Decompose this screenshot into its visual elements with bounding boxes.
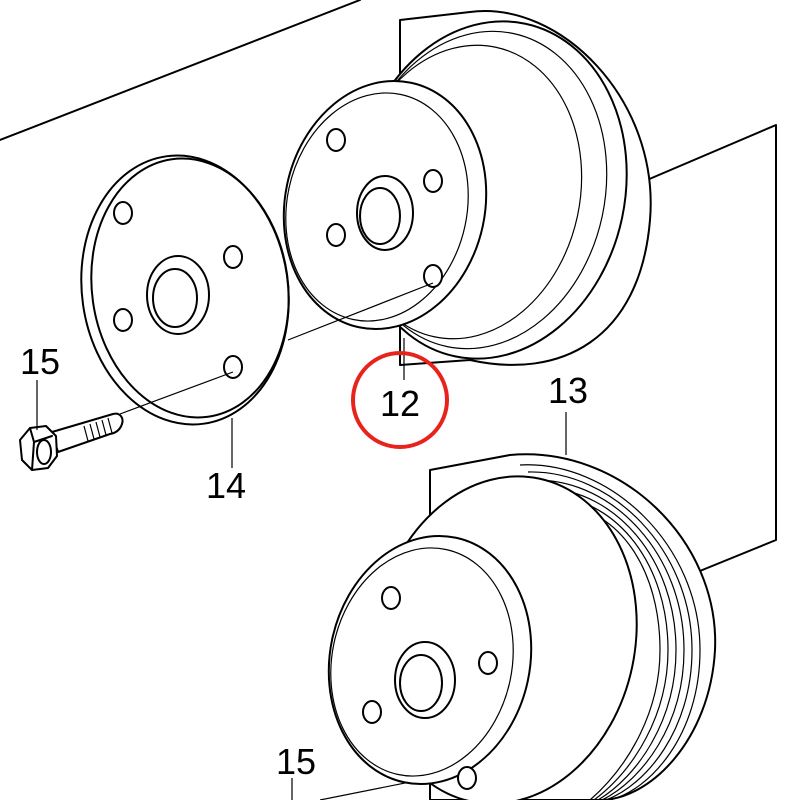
lower-pulley[interactable] xyxy=(306,452,717,805)
callout-label-14[interactable]: 14 xyxy=(206,465,246,506)
hub-plate[interactable] xyxy=(64,142,306,438)
highlight-circle xyxy=(351,351,449,449)
callout-label-15-lower[interactable]: 15 xyxy=(276,741,316,782)
leader-lines xyxy=(36,338,567,800)
bolt-upper[interactable] xyxy=(19,412,124,471)
upper-pulley[interactable] xyxy=(261,0,657,384)
callout-label-15-upper[interactable]: 15 xyxy=(20,341,60,382)
callout-label-12[interactable]: 12 xyxy=(380,383,420,424)
callout-label-13[interactable]: 13 xyxy=(548,370,588,411)
engine-block-outline xyxy=(0,0,777,576)
